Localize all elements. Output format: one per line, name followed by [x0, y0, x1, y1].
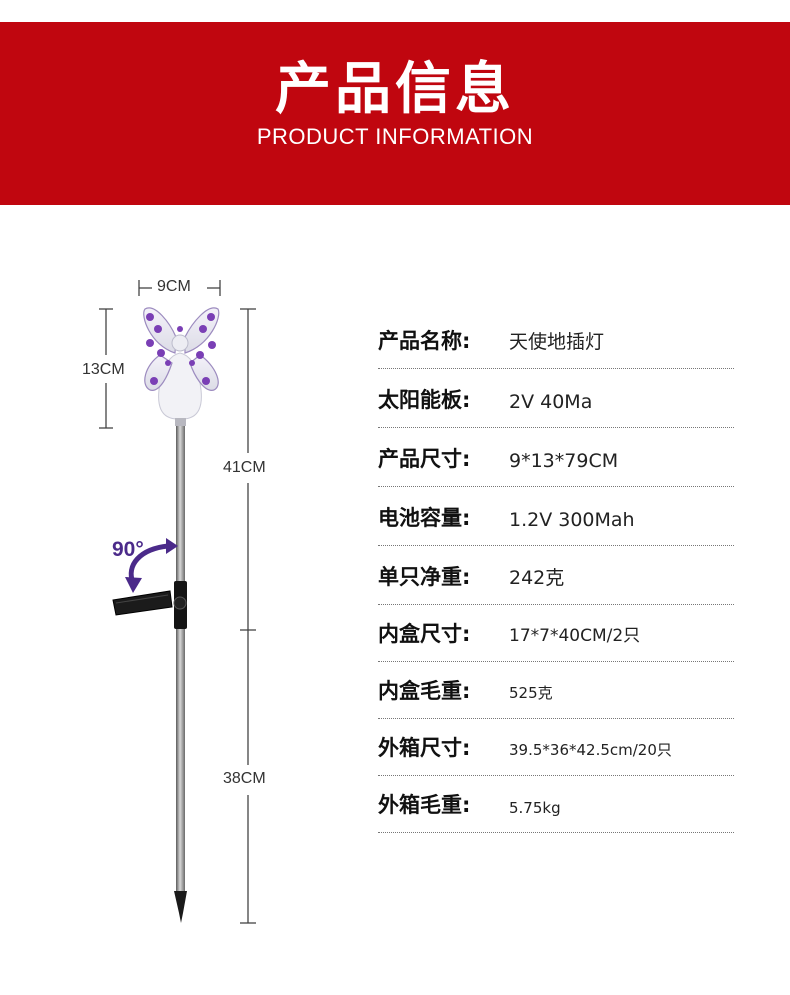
- lower-length-label: 38CM: [223, 770, 266, 787]
- spec-value: 525克: [509, 684, 553, 702]
- spec-row: 外箱尺寸: 39.5*36*42.5cm/20只: [378, 719, 734, 776]
- spec-row: 外箱毛重: 5.75kg: [378, 776, 734, 833]
- spec-row: 产品尺寸: 9*13*79CM: [378, 428, 734, 487]
- spec-key: 电池容量:: [378, 506, 471, 530]
- spec-row: 内盒毛重: 525克: [378, 662, 734, 719]
- spec-key: 外箱毛重:: [378, 793, 471, 817]
- upper-length-label: 41CM: [223, 459, 266, 476]
- spec-list: 产品名称: 天使地插灯 太阳能板: 2V 40Ma 产品尺寸: 9*13*79C…: [378, 310, 734, 833]
- stake-tip: [174, 891, 187, 923]
- spec-key: 产品名称:: [378, 329, 471, 353]
- spec-key: 太阳能板:: [378, 388, 471, 412]
- height-label: 13CM: [82, 361, 125, 378]
- height-dimension-line: [99, 308, 113, 429]
- width-label: 9CM: [157, 278, 191, 295]
- spec-key: 内盒毛重:: [378, 679, 471, 703]
- spec-row: 太阳能板: 2V 40Ma: [378, 369, 734, 428]
- width-dimension-line: [138, 280, 221, 296]
- solar-panel: [112, 581, 187, 629]
- spec-value: 17*7*40CM/2只: [509, 626, 641, 646]
- spec-key: 单只净重:: [378, 565, 471, 589]
- header-banner: [0, 22, 790, 205]
- spec-value: 39.5*36*42.5cm/20只: [509, 741, 672, 759]
- spec-value: 5.75kg: [509, 799, 561, 817]
- spec-key: 产品尺寸:: [378, 447, 471, 471]
- angel-figure: [143, 307, 220, 426]
- spec-key: 外箱尺寸:: [378, 736, 471, 760]
- spec-value: 2V 40Ma: [509, 391, 593, 413]
- spec-row: 产品名称: 天使地插灯: [378, 310, 734, 369]
- rotation-angle-label: 90°: [112, 538, 144, 561]
- spec-value: 1.2V 300Mah: [509, 509, 635, 531]
- length-dimension-line: [240, 308, 256, 924]
- lamp-illustration: [99, 280, 256, 924]
- spec-value: 242克: [509, 567, 565, 589]
- page-title: 产品信息: [275, 57, 515, 122]
- spec-key: 内盒尺寸:: [378, 622, 471, 646]
- spec-row: 内盒尺寸: 17*7*40CM/2只: [378, 605, 734, 662]
- page-subtitle: PRODUCT INFORMATION: [256, 124, 534, 149]
- product-dimension-diagram: 9CM 13CM 41CM 38CM 90°: [0, 205, 380, 995]
- spec-value: 天使地插灯: [509, 331, 605, 353]
- spec-value: 9*13*79CM: [509, 450, 619, 472]
- spec-row: 电池容量: 1.2V 300Mah: [378, 487, 734, 546]
- spec-row: 单只净重: 242克: [378, 546, 734, 605]
- stake-pole: [176, 423, 185, 893]
